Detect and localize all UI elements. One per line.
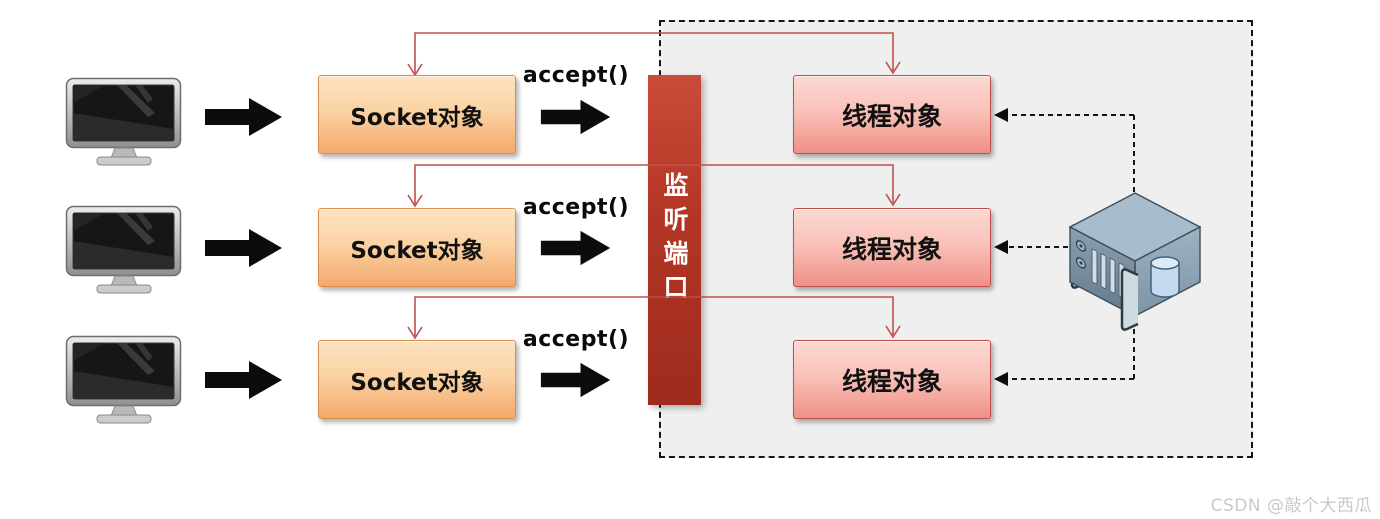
arrow-down-icon	[407, 194, 423, 208]
watermark-text: CSDN @敲个大西瓜	[1210, 496, 1372, 516]
thread-object-label: 线程对象	[841, 366, 942, 396]
socket-object-box: Socket对象	[318, 340, 516, 419]
black-right-arrow-icon	[205, 229, 282, 267]
listening-port-bar: 监听端口	[648, 75, 701, 405]
listening-port-label: 监听端口	[660, 172, 689, 308]
accept-call-label: accept()	[522, 63, 630, 88]
black-right-arrow-icon	[205, 98, 282, 136]
thread-object-box: 线程对象	[793, 75, 991, 154]
thread-object-box: 线程对象	[793, 340, 991, 419]
arrow-down-icon	[407, 326, 423, 340]
thread-object-label: 线程对象	[841, 234, 942, 264]
client-monitor-icon	[65, 205, 182, 294]
client-monitor-icon	[65, 77, 182, 166]
socket-object-label: Socket对象	[350, 237, 484, 264]
socket-object-box: Socket对象	[318, 208, 516, 287]
black-right-arrow-icon	[205, 361, 282, 399]
database-cylinder-icon	[1150, 256, 1180, 298]
thread-object-label: 线程对象	[841, 101, 942, 131]
thread-object-box: 线程对象	[793, 208, 991, 287]
accept-call-label: accept()	[522, 195, 630, 220]
arrow-down-icon	[407, 63, 423, 77]
socket-object-label: Socket对象	[350, 104, 484, 131]
socket-object-box: Socket对象	[318, 75, 516, 154]
black-right-arrow-icon	[540, 362, 611, 398]
socket-object-label: Socket对象	[350, 369, 484, 396]
black-right-arrow-icon	[540, 230, 611, 266]
black-right-arrow-icon	[540, 99, 611, 135]
client-monitor-icon	[65, 335, 182, 424]
server-rack-icon	[1068, 192, 1202, 331]
accept-call-label: accept()	[522, 327, 630, 352]
